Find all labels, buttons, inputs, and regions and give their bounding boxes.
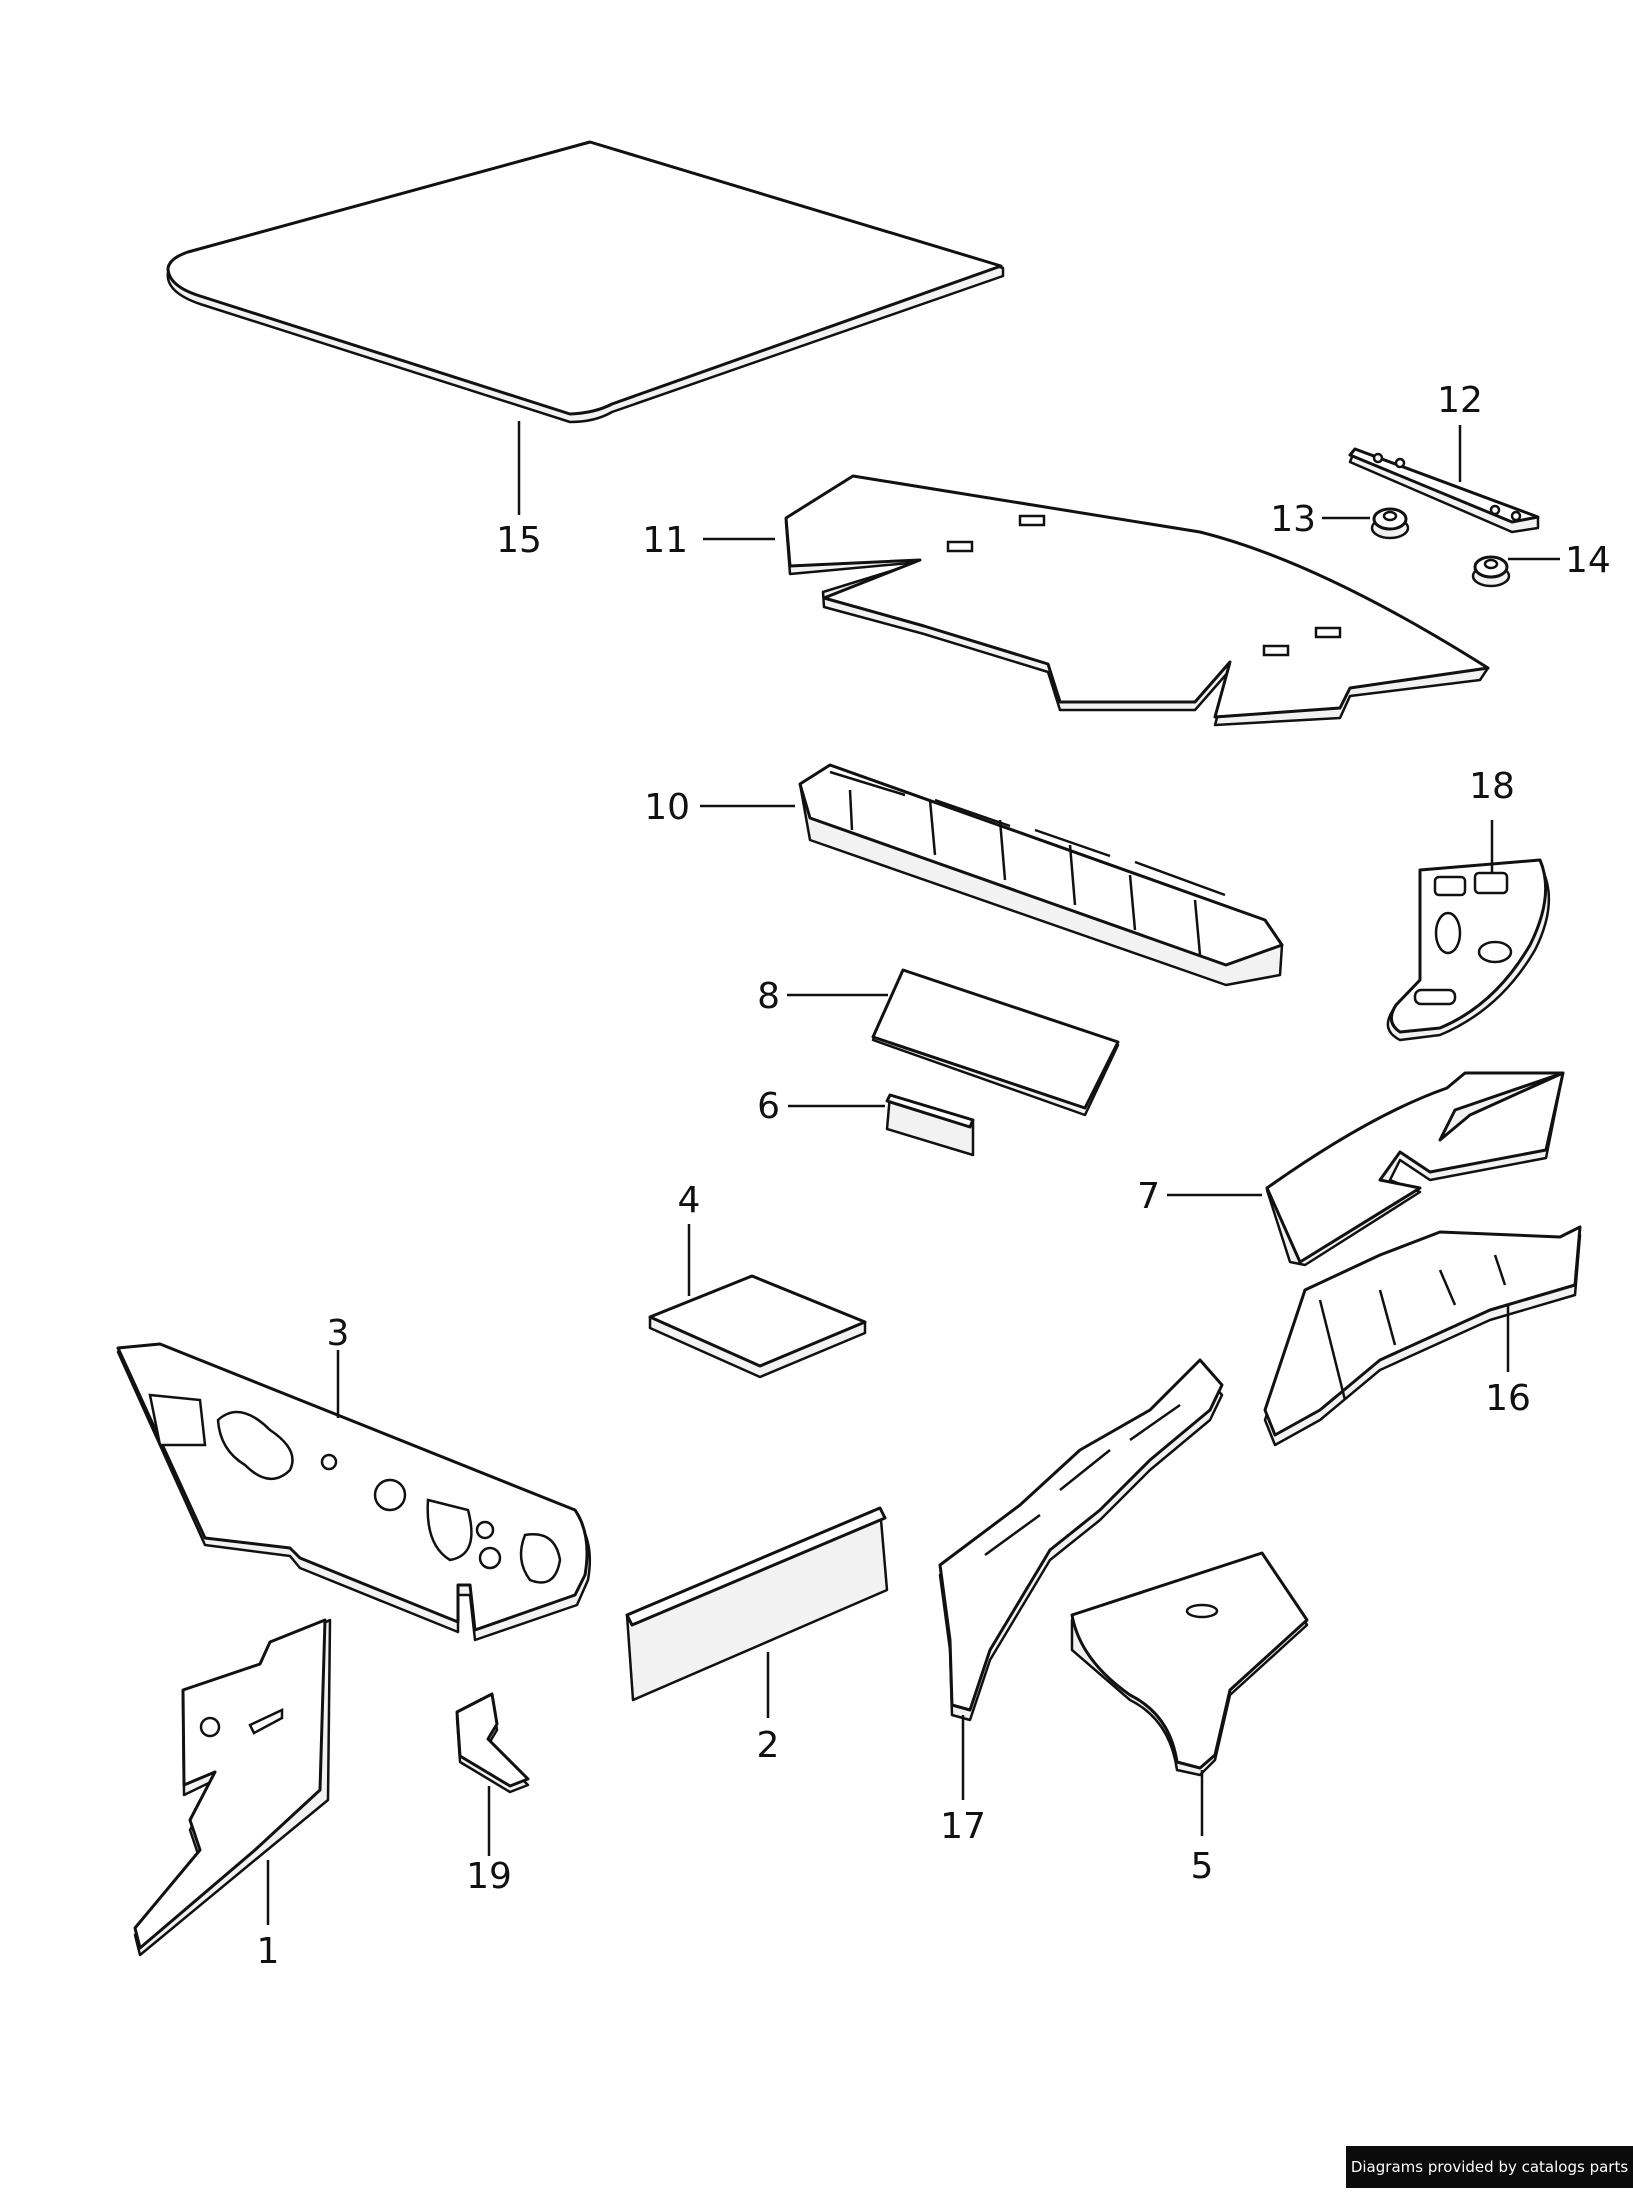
part-3[interactable] [116,1342,592,1642]
label-3: 3 [327,1313,350,1354]
part-2[interactable] [625,1506,889,1718]
label-11: 11 [642,520,688,561]
part-8[interactable] [787,968,1120,1117]
part-10[interactable] [700,763,1284,987]
label-4: 4 [678,1180,701,1221]
part-1[interactable] [133,1618,332,1957]
label-6: 6 [757,1086,780,1127]
part-5[interactable] [1070,1551,1309,1836]
label-18: 18 [1469,766,1515,807]
label-12: 12 [1437,380,1483,421]
label-19: 19 [466,1856,512,1897]
part-12[interactable] [1348,425,1540,534]
part-4[interactable] [648,1224,867,1379]
label-1: 1 [257,1931,280,1972]
part-6[interactable] [788,1093,975,1157]
label-15: 15 [496,520,542,561]
part-19[interactable] [455,1692,530,1856]
label-8: 8 [757,976,780,1017]
part-16[interactable] [1263,1225,1582,1447]
label-16: 16 [1485,1378,1531,1419]
label-5: 5 [1191,1846,1214,1887]
label-2: 2 [757,1725,780,1766]
part-18[interactable] [1386,820,1551,1042]
part-17[interactable] [938,1358,1224,1800]
part-14[interactable] [1471,555,1560,588]
label-7: 7 [1137,1176,1160,1217]
part-13[interactable] [1322,507,1410,540]
part-7[interactable] [1167,1071,1565,1267]
label-10: 10 [644,787,690,828]
credit-footer: Diagrams provided by catalogs parts [1346,2146,1633,2188]
part-15[interactable] [166,140,1005,515]
label-17: 17 [940,1806,986,1847]
label-13: 13 [1270,499,1316,540]
part-11[interactable] [703,474,1490,727]
label-14: 14 [1565,540,1611,581]
